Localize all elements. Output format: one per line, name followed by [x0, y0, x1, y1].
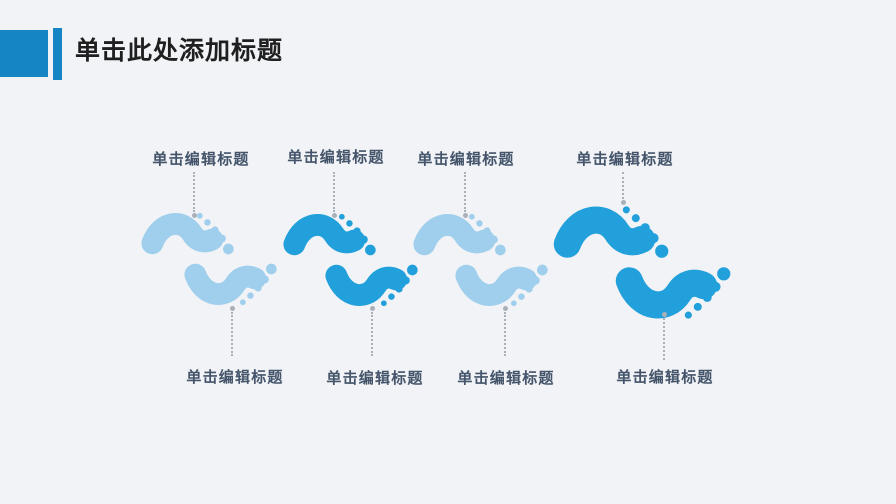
- title-accent-bar: [53, 28, 62, 80]
- step-4-top-connector: [620, 172, 626, 205]
- connector-dot: [620, 200, 626, 205]
- footprint-pair-4: [567, 206, 730, 318]
- connector-dot: [462, 213, 468, 218]
- footprint-step3-lower[interactable]: [466, 265, 547, 306]
- step-4-bottom-label[interactable]: 单击编辑标题: [616, 369, 714, 386]
- step-3-top-connector: [462, 172, 468, 218]
- footprint-step4-lower[interactable]: [629, 267, 730, 318]
- step-2-bottom-connector: [369, 306, 375, 356]
- footprint-step1-lower[interactable]: [195, 264, 276, 305]
- connector-dot: [661, 312, 667, 317]
- step-3-bottom-label[interactable]: 单击编辑标题: [457, 370, 555, 387]
- step-1-top-connector: [191, 172, 197, 218]
- step-2-top-connector: [331, 172, 337, 218]
- step-1-top-label[interactable]: 单击编辑标题: [152, 151, 250, 168]
- slide-title[interactable]: 单击此处添加标题: [75, 37, 284, 65]
- step-4-bottom-connector: [661, 312, 667, 360]
- footprint-step3-upper[interactable]: [424, 214, 505, 255]
- footprint-pair-2: [294, 214, 417, 306]
- connector-dot: [502, 306, 508, 311]
- footprint-pair-3: [424, 214, 547, 306]
- step-2-bottom-label[interactable]: 单击编辑标题: [326, 370, 424, 387]
- connector-dot: [369, 306, 375, 311]
- footsteps-graphic: [128, 190, 748, 335]
- footprint-step2-upper[interactable]: [294, 214, 375, 255]
- footprint-step2-lower[interactable]: [336, 265, 417, 306]
- step-1-bottom-connector: [229, 306, 235, 356]
- step-2-top-label[interactable]: 单击编辑标题: [287, 149, 385, 166]
- footprint-step1-upper[interactable]: [152, 213, 233, 254]
- connector-dot: [331, 213, 337, 218]
- title-accent-block: [0, 30, 48, 77]
- step-4-top-label[interactable]: 单击编辑标题: [576, 151, 674, 168]
- footprint-step4-upper[interactable]: [567, 206, 668, 257]
- footprint-pair-1: [152, 213, 276, 305]
- connector-dot: [191, 213, 197, 218]
- step-1-bottom-label[interactable]: 单击编辑标题: [186, 369, 284, 386]
- step-3-bottom-connector: [502, 306, 508, 356]
- step-3-top-label[interactable]: 单击编辑标题: [417, 151, 515, 168]
- connector-dot: [229, 306, 235, 311]
